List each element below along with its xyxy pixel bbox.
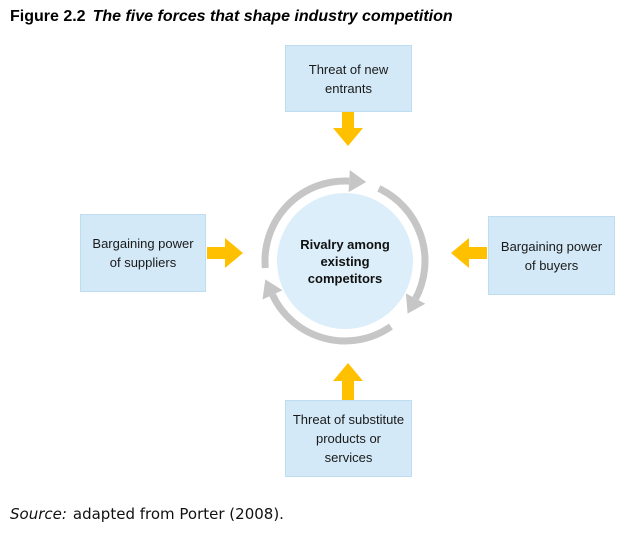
rivalry-label: Rivalry among existing competitors xyxy=(300,236,390,286)
force-label: Bargaining power of suppliers xyxy=(92,236,194,270)
force-label: Bargaining power of buyers xyxy=(500,238,603,273)
circular-arrows-icon xyxy=(261,170,429,345)
rivalry-circle xyxy=(277,193,413,329)
source-text: adapted from Porter (2008). xyxy=(72,505,284,523)
source-prefix: Source: xyxy=(10,505,67,523)
arrow-left-icon xyxy=(451,238,487,268)
figure-label: Figure 2.2 xyxy=(10,8,86,25)
force-box-substitutes: Threat of substitute products or service… xyxy=(285,400,412,477)
arrow-up-icon xyxy=(333,363,363,400)
source-line: Source: adapted from Porter (2008). xyxy=(10,505,284,523)
arrow-right-icon xyxy=(207,238,243,268)
force-label: Threat of new entrants xyxy=(308,61,389,96)
force-label: Threat of substitute products or service… xyxy=(292,412,405,465)
force-box-buyers: Bargaining power of buyers xyxy=(488,216,615,295)
figure-title: Figure 2.2 The five forces that shape ind… xyxy=(10,8,453,26)
force-box-suppliers: Bargaining power of suppliers xyxy=(80,214,206,292)
force-box-new-entrants: Threat of new entrants xyxy=(285,45,412,112)
figure-title-text: The five forces that shape industry comp… xyxy=(92,8,453,25)
arrow-down-icon xyxy=(333,112,363,146)
